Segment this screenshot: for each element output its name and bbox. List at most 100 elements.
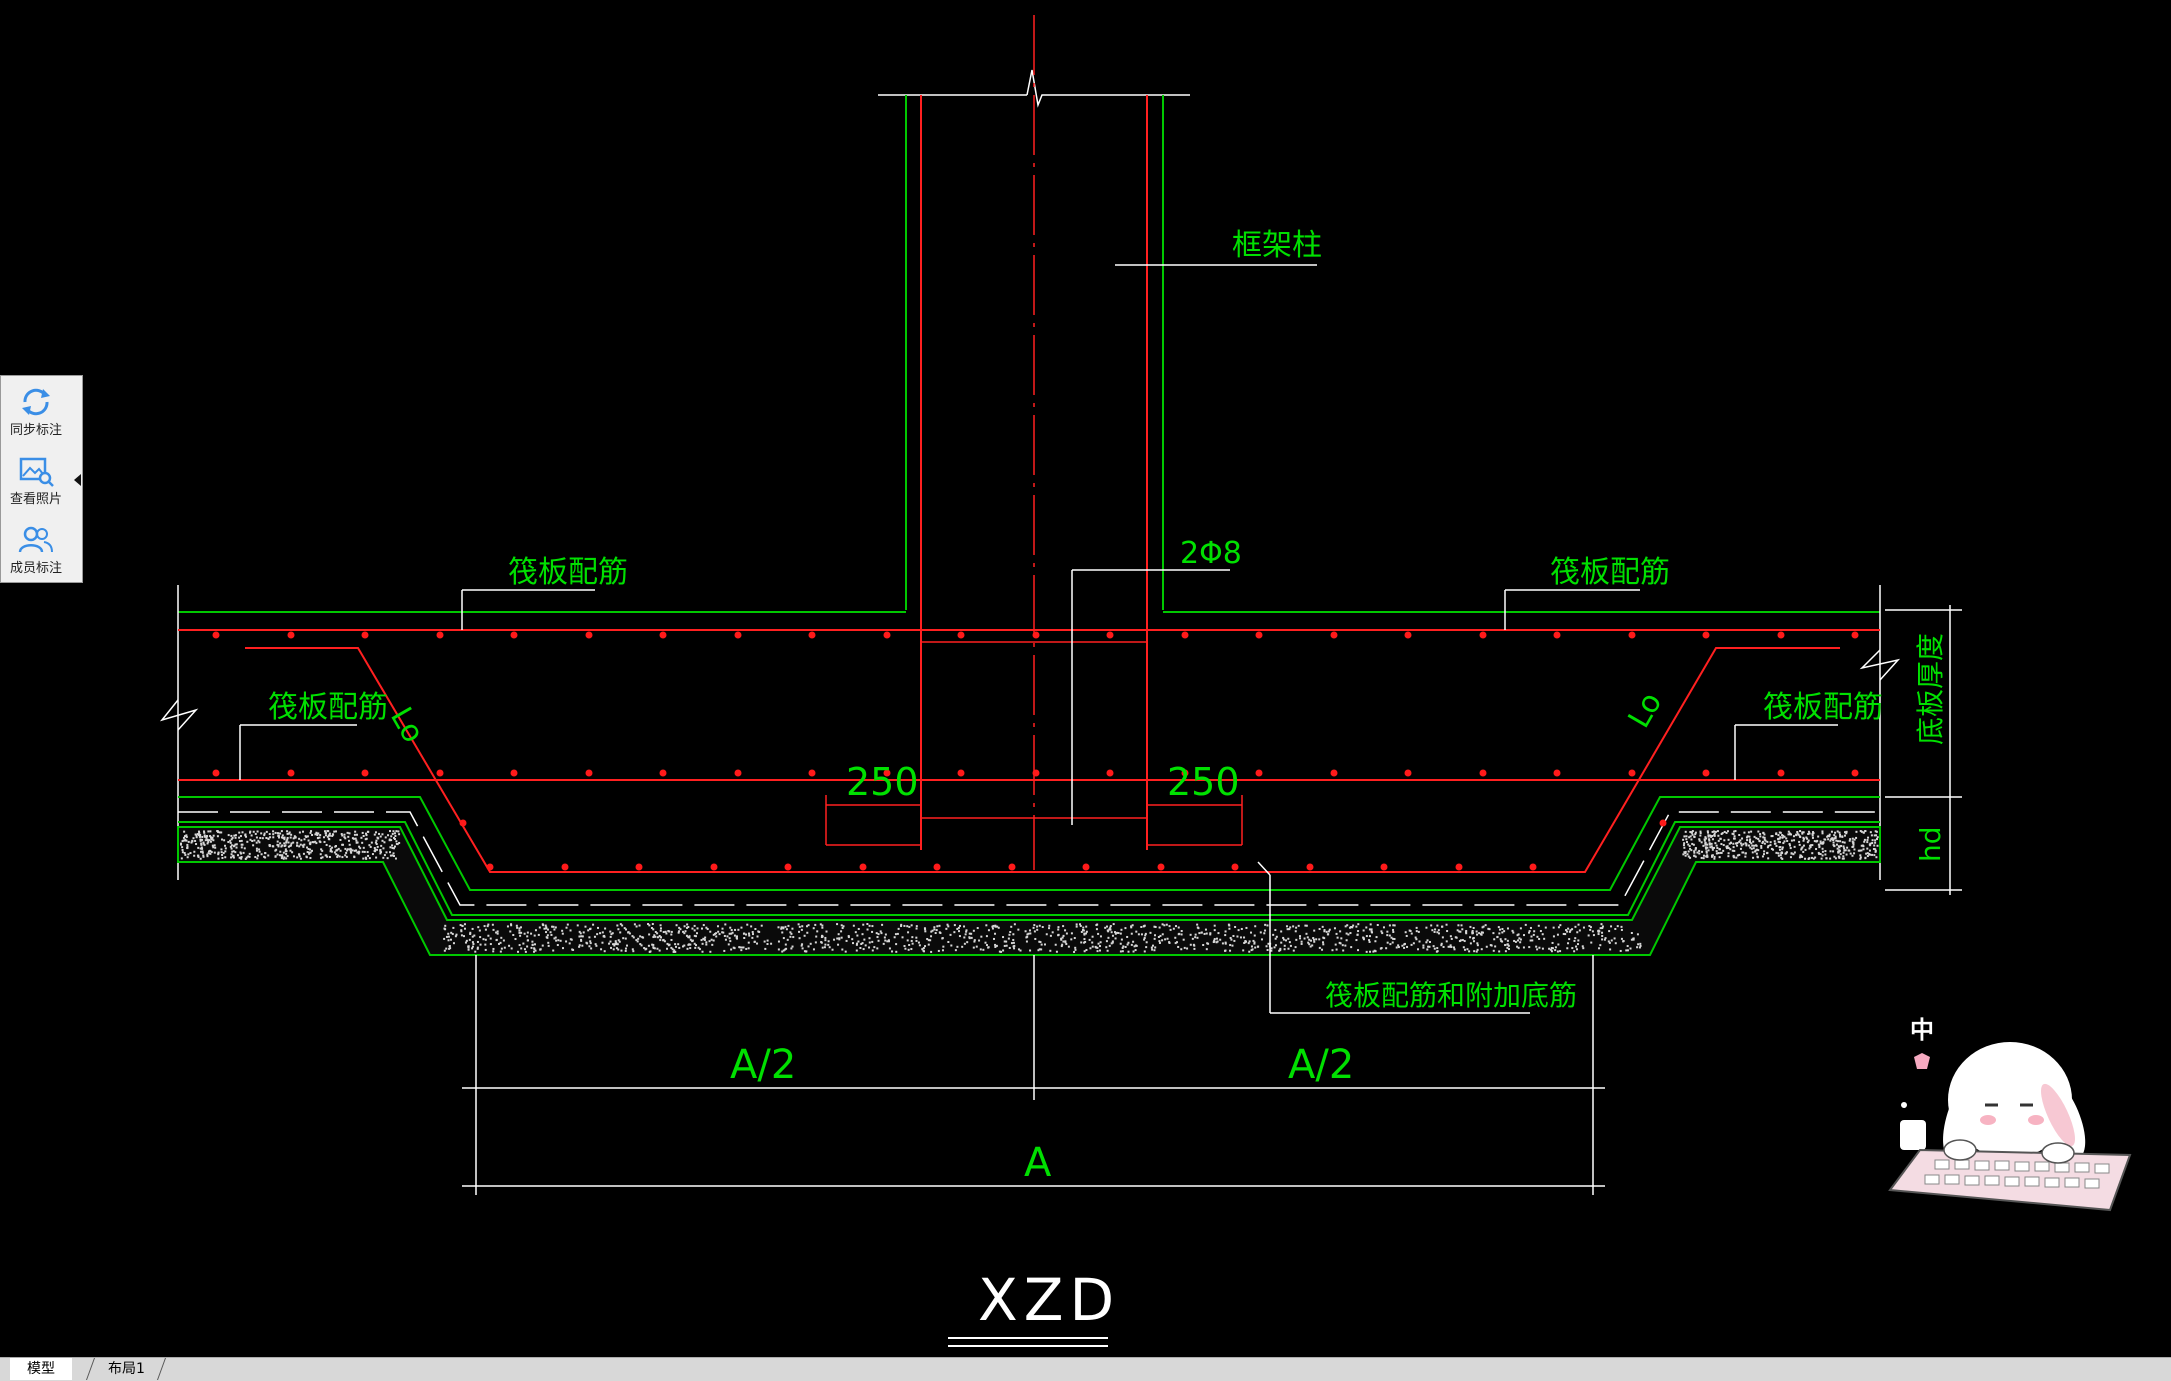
hatch-speck [1114,932,1117,935]
rebar-dot [1702,769,1710,777]
hatch-speck [544,924,547,927]
hatch-speck [1824,853,1827,856]
ime-mascot-overlay[interactable]: 中 [1880,1005,2140,1235]
hatch-speck [1701,850,1704,853]
rebar-dot [436,769,444,777]
hatch-speck [476,947,479,950]
hatch-speck [1385,947,1388,950]
hatch-speck [298,831,301,834]
hatch-speck [1274,944,1277,947]
member-annotation-button[interactable]: 成员标注 [1,516,71,582]
hatch-speck [1224,949,1227,952]
hatch-speck [828,946,831,949]
hatch-speck [926,937,929,940]
hatch-speck [1840,844,1843,847]
hatch-speck [1057,928,1060,931]
hatch-speck [333,851,336,854]
hatch-speck [1278,949,1281,952]
hatch-speck [1796,832,1799,835]
hatch-speck [1609,948,1612,951]
hatch-speck [710,938,713,941]
hatch-speck [622,937,625,940]
hatch-speck [1318,928,1321,931]
hatch-speck [1838,849,1841,852]
hatch-speck [240,857,243,860]
hatch-speck [1289,944,1292,947]
hatch-speck [1312,938,1315,941]
hatch-speck [1578,929,1581,932]
hatch-speck [337,847,340,850]
hatch-speck [861,933,864,936]
hatch-speck [1297,924,1300,927]
hatch-speck [1194,936,1197,939]
hatch-speck [1567,927,1570,930]
hatch-speck [696,927,699,930]
hatch-speck [1088,938,1091,941]
hatch-speck [953,931,956,934]
hatch-speck [1002,936,1005,939]
sync-annotation-button[interactable]: 同步标注 [1,378,71,444]
hatch-speck [1575,948,1578,951]
hatch-speck [1108,944,1111,947]
raft-slab-outline [159,585,1901,956]
hatch-speck [1440,942,1443,945]
hatch-speck [200,850,203,853]
hatch-speck [1713,834,1716,837]
hatch-speck [348,843,351,846]
hatch-speck [1130,926,1133,929]
tab-layout1[interactable]: 布局1 [85,1358,167,1380]
hatch-speck [930,950,933,953]
rebar-dot [1404,769,1412,777]
hatch-speck [1705,837,1708,840]
hatch-speck [1083,932,1086,935]
hatch-speck [1872,848,1875,851]
hatch-speck [545,931,548,934]
hatch-speck [987,929,990,932]
hatch-speck [985,944,988,947]
hatch-speck [748,934,751,937]
tab-model[interactable]: 模型 [10,1358,72,1380]
hatch-speck [1683,835,1686,838]
hatch-speck [1288,941,1291,944]
hatch-speck [697,946,700,949]
hatch-speck [285,841,288,844]
hatch-speck [200,843,203,846]
view-photo-button[interactable]: 查看照片 [1,447,71,513]
hatch-speck [280,857,283,860]
hatch-speck [635,925,638,928]
hatch-speck [745,933,748,936]
hatch-speck [1821,832,1824,835]
hatch-speck [716,925,719,928]
hatch-speck [1639,944,1642,947]
hatch-speck [1110,942,1113,945]
hatch-speck [1516,945,1519,948]
hatch-speck [864,944,867,947]
hatch-speck [1799,836,1802,839]
hatch-speck [1773,840,1776,843]
hatch-speck [510,923,513,926]
hatch-speck [819,923,822,926]
hatch-speck [1835,843,1838,846]
hatch-speck [617,939,620,942]
collapse-panel-icon[interactable] [74,474,81,486]
hatch-speck [1760,845,1763,848]
hatch-speck [603,935,606,938]
hatch-speck [202,855,205,858]
hatch-speck [520,931,523,934]
hatch-speck [1741,837,1744,840]
hatch-speck [691,927,694,930]
rebar-dot [1157,863,1165,871]
hatch-speck [1694,831,1697,834]
hatch-speck [601,931,604,934]
hatch-speck [665,947,668,950]
hatch-speck [1738,840,1741,843]
hatch-speck [1786,839,1789,842]
cushion-hatch [180,830,1879,953]
hatch-speck [185,834,188,837]
hatch-speck [508,944,511,947]
hatch-speck [1682,844,1685,847]
hatch-speck [1002,949,1005,952]
hatch-speck [531,943,534,946]
hatch-speck [1777,852,1780,855]
